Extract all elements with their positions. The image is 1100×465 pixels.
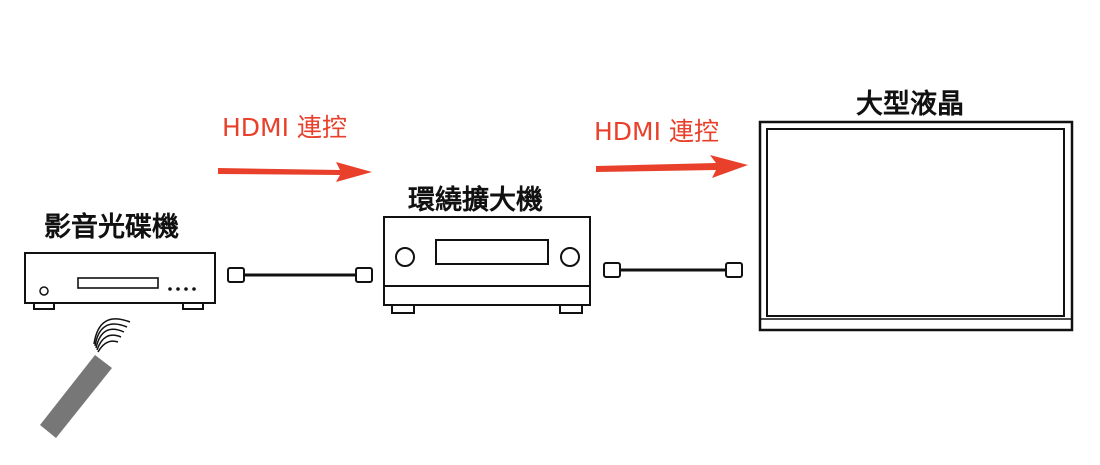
tv-icon <box>758 120 1074 332</box>
player-label: 影音光碟機 <box>44 212 179 243</box>
arrow-2 <box>596 155 748 178</box>
hdmi-label-2: HDMI 連控 <box>594 117 719 146</box>
tv-label: 大型液晶 <box>856 89 964 120</box>
arrow-1 <box>218 162 372 182</box>
hdmi-cable-2 <box>603 262 743 278</box>
receiver-label: 環繞擴大機 <box>408 185 543 216</box>
receiver-icon <box>383 216 591 314</box>
remote-control-icon <box>40 318 131 438</box>
dvd-player-icon <box>24 252 216 310</box>
hdmi-label-1: HDMI 連控 <box>222 113 347 142</box>
hdmi-cable-1 <box>227 267 373 283</box>
